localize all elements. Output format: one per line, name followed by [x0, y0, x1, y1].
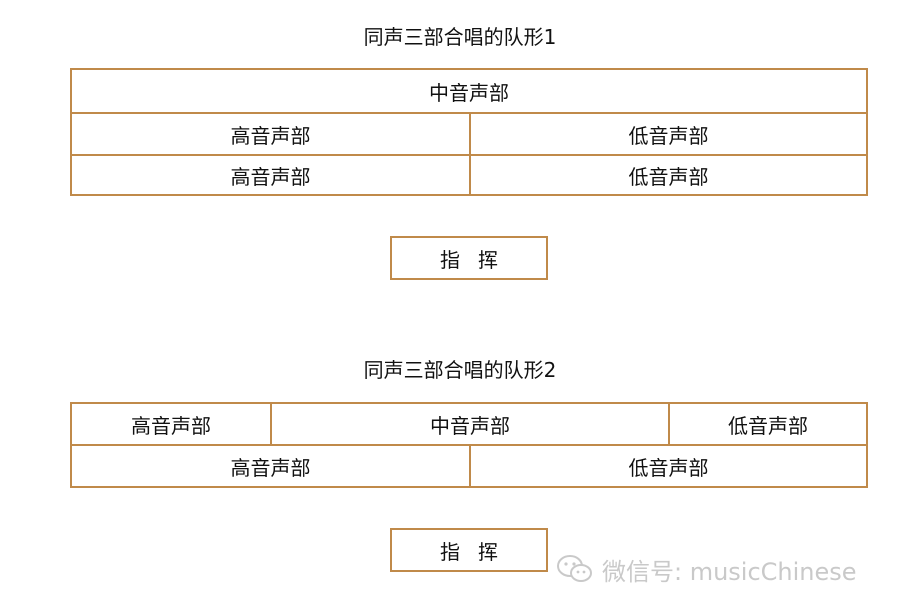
formation2-bass-cell-1: 低音声部: [728, 413, 808, 438]
formation1-bass-cell-1: 低音声部: [628, 123, 709, 148]
formation1-soprano-cell-2: 高音声部: [230, 164, 311, 189]
formation1-title: 同声三部合唱的队形1: [363, 25, 557, 49]
formation2-soprano-cell-1: 高音声部: [131, 413, 211, 438]
formation2-soprano-cell-2: 高音声部: [230, 455, 311, 480]
formation2-title: 同声三部合唱的队形2: [363, 358, 557, 382]
formation1-alto-cell: 中音声部: [429, 80, 509, 105]
formation2-bass-cell-2: 低音声部: [628, 455, 709, 480]
watermark-text: 微信号: musicChinese: [602, 557, 857, 586]
formation2-alto-cell: 中音声部: [430, 413, 510, 438]
watermark: 微信号: musicChinese: [556, 552, 857, 586]
formation2-column-divider: [668, 404, 670, 444]
formation1-soprano-cell-1: 高音声部: [230, 123, 311, 148]
formation2-column-divider: [270, 404, 272, 444]
formation1-conductor-box: 指挥: [390, 236, 548, 280]
formation2-row-divider: [72, 444, 866, 446]
formation1-bass-cell-2: 低音声部: [628, 164, 709, 189]
formation2-column-divider: [469, 446, 471, 486]
formation1-row-divider: [72, 112, 866, 114]
formation2-grid: 高音声部 中音声部 低音声部 高音声部 低音声部: [70, 402, 868, 488]
formation1-grid: 中音声部 高音声部 低音声部 高音声部 低音声部: [70, 68, 868, 196]
formation1-column-divider: [469, 114, 471, 194]
formation2-conductor-box: 指挥: [390, 528, 548, 572]
wechat-logo-icon: [557, 555, 592, 582]
